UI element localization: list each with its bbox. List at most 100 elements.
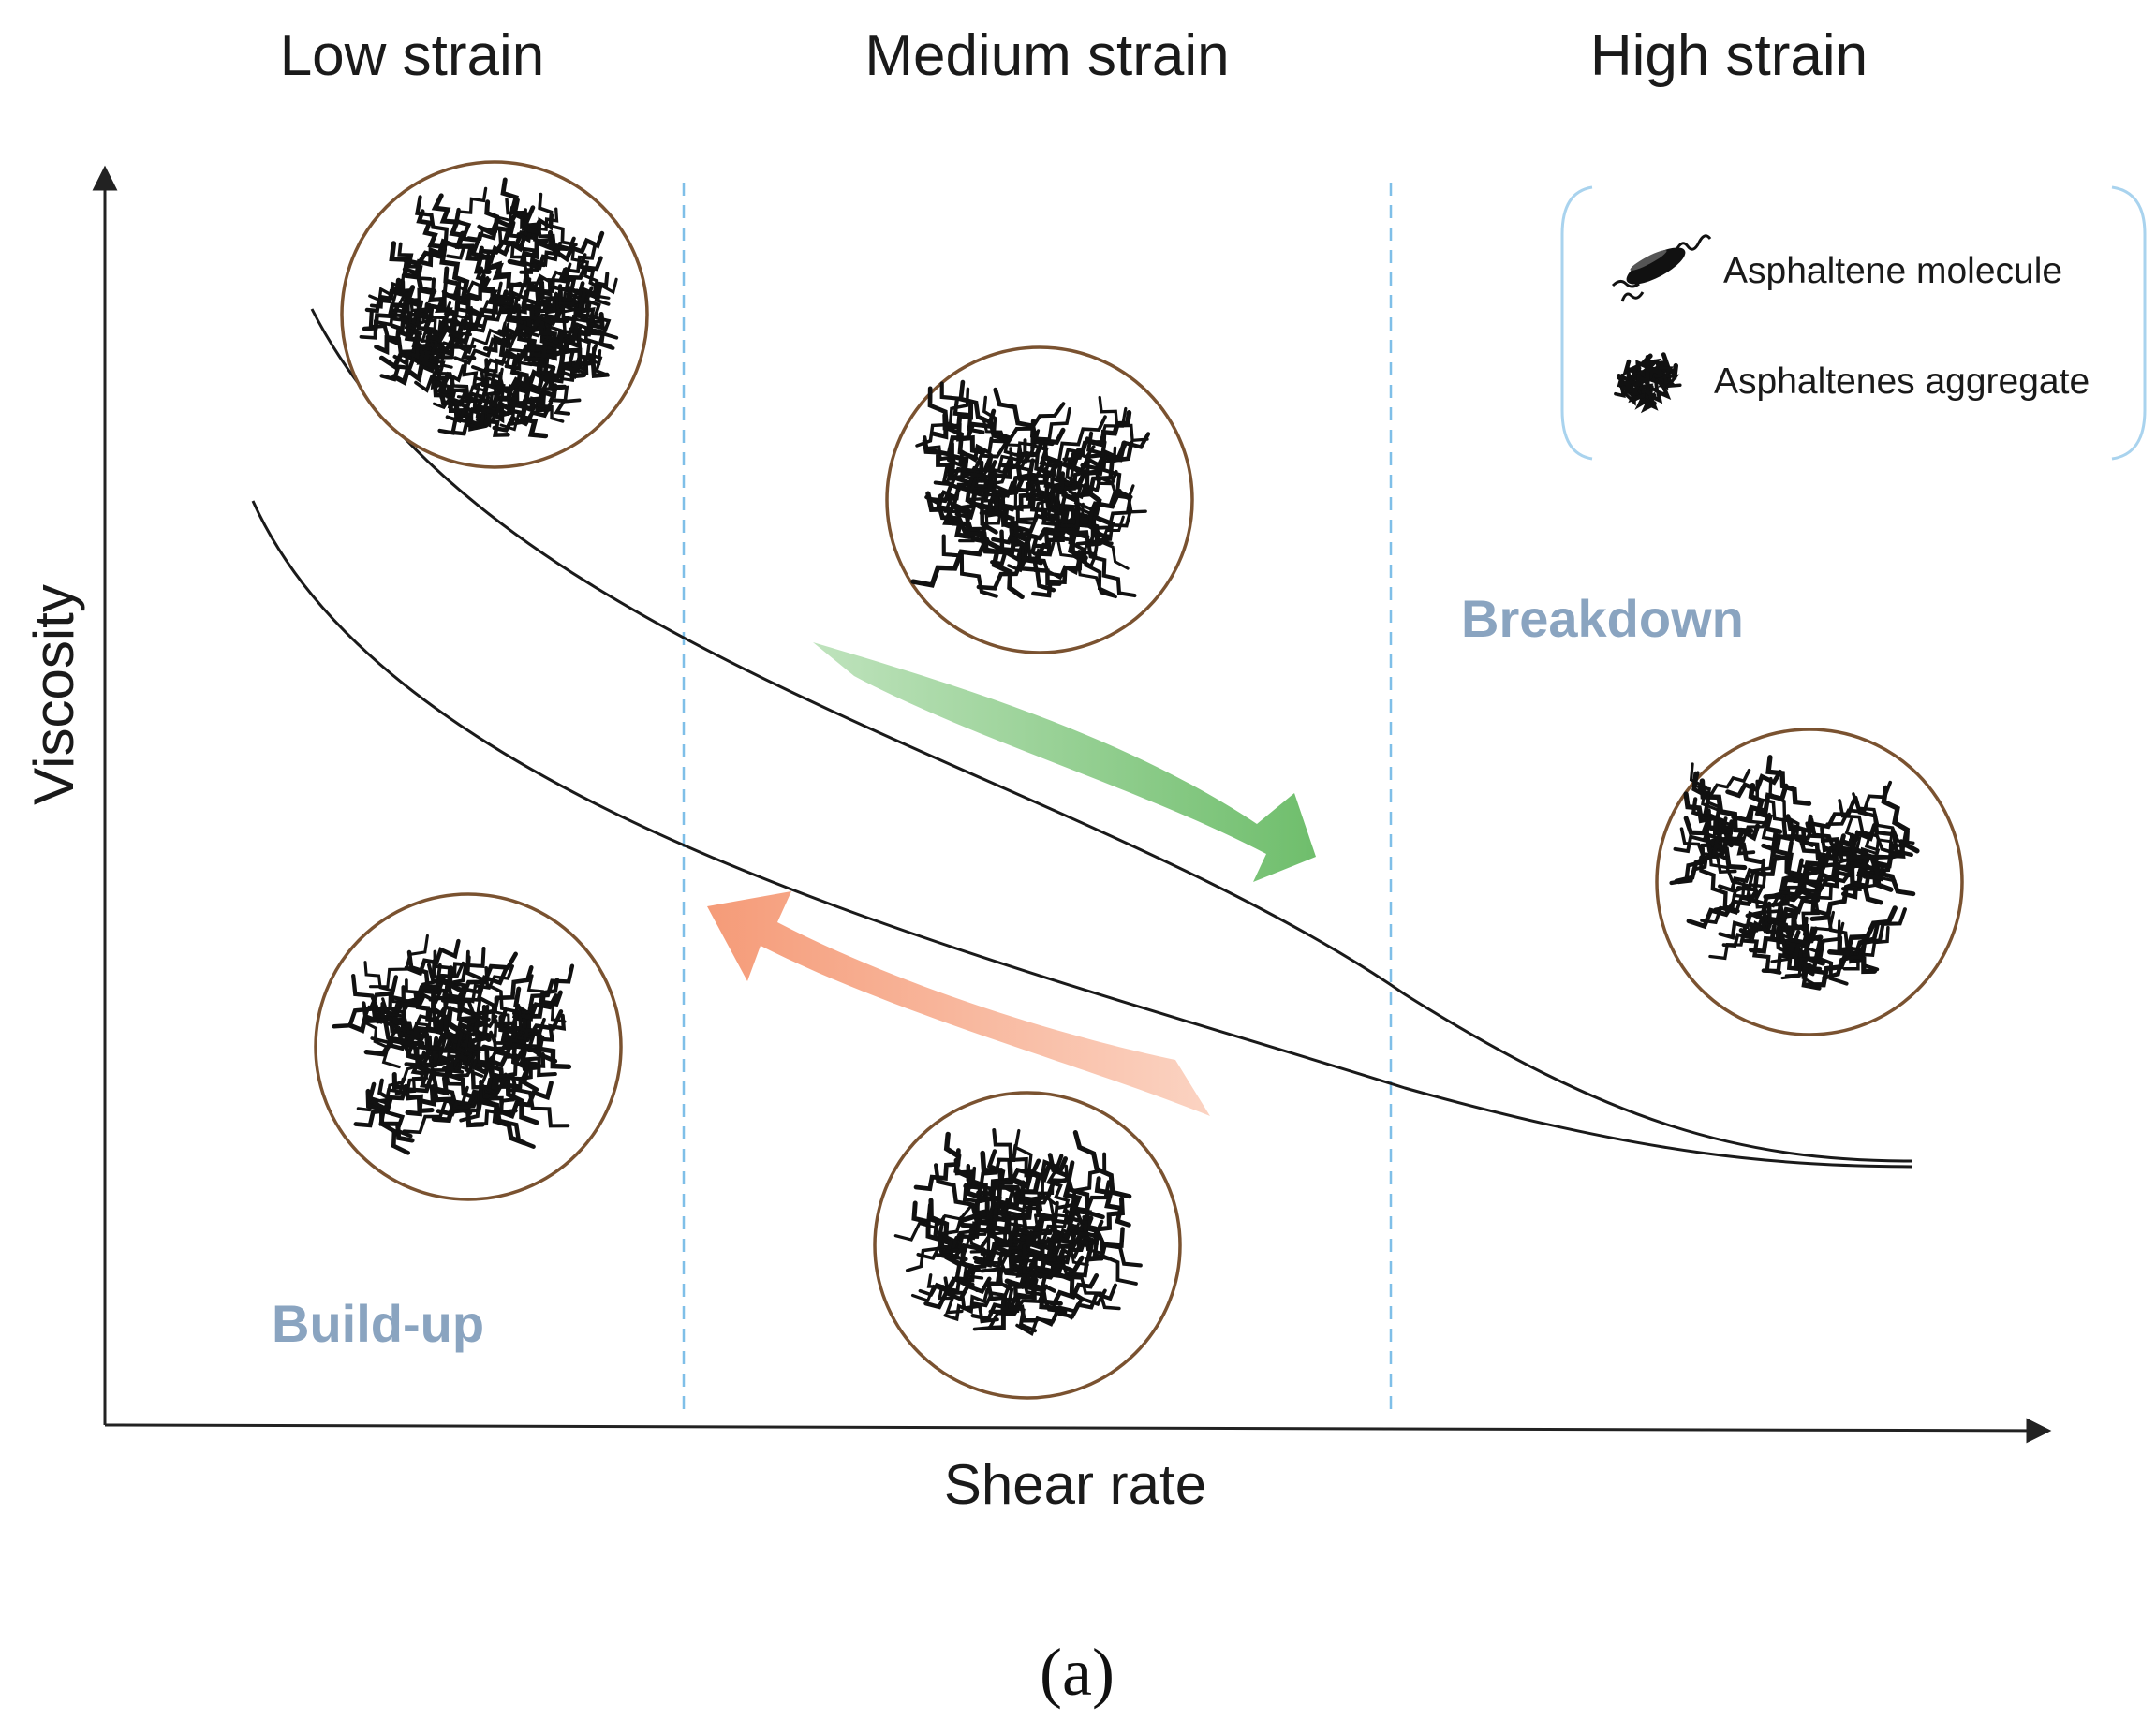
- region-label-low-strain: Low strain: [280, 23, 545, 88]
- asphaltene-molecule-icon: [1611, 234, 1712, 302]
- aggregate-stroke: [366, 1081, 410, 1155]
- aggregate-circle-medium-strain-upper: [885, 345, 1194, 654]
- aggregate-stroke: [500, 1024, 539, 1092]
- aggregate-stroke: [1691, 797, 1729, 861]
- aggregate-stroke: [363, 1015, 448, 1057]
- aggregate-stroke: [955, 459, 1014, 511]
- aggregate-stroke: [915, 387, 970, 448]
- aggregate-stroke: [464, 1034, 496, 1095]
- aggregate-stroke: [405, 285, 440, 335]
- aggregate-stroke: [492, 401, 554, 433]
- aggregate-stroke: [552, 230, 605, 263]
- aggregate-stroke: [1718, 902, 1768, 940]
- aggregate-stroke: [440, 965, 509, 1005]
- aggregate-stroke: [507, 229, 554, 268]
- aggregate-stroke: [1775, 932, 1822, 991]
- aggregate-stroke: [963, 448, 1035, 483]
- aggregate-stroke: [999, 529, 1056, 593]
- aggregate-stroke: [497, 308, 562, 342]
- aggregate-stroke: [910, 537, 990, 588]
- aggregate-stroke: [435, 369, 472, 417]
- aggregate-stroke: [972, 1284, 1048, 1331]
- aggregate-stroke: [459, 1053, 518, 1123]
- aggregate-stroke: [923, 1276, 992, 1310]
- aggregate-stroke: [974, 1229, 1033, 1268]
- aggregate-stroke: [453, 322, 510, 355]
- aggregate-stroke: [455, 964, 514, 1004]
- aggregate-stroke: [948, 1203, 1010, 1251]
- aggregate-stroke: [1683, 791, 1733, 836]
- aggregate-stroke: [1056, 537, 1117, 599]
- aggregate-stroke: [490, 368, 526, 416]
- aggregate-stroke: [404, 326, 436, 365]
- aggregate-stroke: [1785, 814, 1837, 861]
- aggregate-stroke: [447, 1010, 484, 1078]
- aggregate-stroke: [406, 1043, 438, 1090]
- aggregate-stroke: [495, 1081, 554, 1120]
- aggregate-stroke: [389, 241, 437, 294]
- x-axis: [104, 1418, 2052, 1444]
- aggregate-stroke: [392, 303, 435, 349]
- aggregate-stroke: [1718, 871, 1767, 911]
- aggregate-stroke: [1642, 383, 1672, 411]
- aggregate-stroke: [1776, 865, 1855, 903]
- aggregate-stroke: [941, 534, 998, 598]
- region-label-high-strain: High strain: [1590, 23, 1868, 88]
- aggregate-stroke: [980, 1218, 1021, 1256]
- y-axis-title: Viscosity: [22, 584, 85, 805]
- aggregate-stroke: [353, 1083, 408, 1128]
- aggregate-stroke: [440, 1014, 498, 1045]
- aggregate-stroke: [1842, 925, 1890, 971]
- aggregate-stroke: [1023, 438, 1062, 491]
- aggregate-stroke: [931, 402, 974, 440]
- aggregate-stroke: [1032, 509, 1080, 557]
- aggregate-stroke: [391, 1071, 435, 1114]
- aggregate-stroke: [386, 1014, 448, 1051]
- aggregate-stroke: [448, 323, 477, 360]
- aggregate-stroke: [1057, 1283, 1117, 1319]
- aggregate-stroke: [1748, 782, 1783, 834]
- aggregate-stroke: [438, 389, 489, 432]
- aggregate-stroke: [364, 279, 406, 314]
- breakdown-curve: [310, 308, 1913, 1163]
- aggregate-stroke: [947, 436, 994, 468]
- build-up-curve: [251, 500, 1913, 1169]
- aggregate-stroke: [982, 453, 1014, 512]
- aggregate-stroke: [1019, 1180, 1071, 1239]
- aggregate-stroke: [905, 1215, 963, 1272]
- asphaltene-aggregate-icon: [1614, 352, 1682, 414]
- aggregate-stroke: [439, 246, 480, 301]
- aggregate-stroke: [1030, 1222, 1080, 1251]
- aggregate-stroke: [987, 499, 1031, 537]
- aggregate-stroke: [1767, 886, 1820, 923]
- legend-bracket-right: [2111, 185, 2147, 461]
- aggregate-stroke: [462, 360, 500, 397]
- aggregate-stroke: [935, 498, 1005, 555]
- aggregate-stroke: [441, 1023, 488, 1071]
- aggregate-stroke: [526, 327, 573, 368]
- aggregate-stroke: [922, 438, 967, 482]
- aggregate-stroke: [964, 456, 1003, 503]
- aggregate-stroke: [475, 266, 504, 306]
- aggregate-stroke: [1046, 1237, 1085, 1302]
- aggregate-stroke: [523, 355, 583, 392]
- aggregate-circle-low-strain-lower: [314, 892, 623, 1201]
- aggregate-stroke: [434, 1016, 475, 1073]
- aggregate-stroke: [1075, 495, 1132, 546]
- aggregate-stroke: [551, 256, 603, 293]
- aggregate-stroke: [988, 1273, 1031, 1315]
- aggregate-stroke: [484, 966, 538, 1036]
- aggregate-stroke: [1012, 1156, 1068, 1191]
- aggregate-stroke: [998, 527, 1048, 558]
- aggregate-stroke: [1003, 467, 1048, 512]
- aggregate-stroke: [1026, 482, 1076, 532]
- aggregate-stroke: [549, 298, 590, 334]
- aggregate-stroke: [362, 291, 409, 331]
- legend: Asphaltene molecule Asphaltenes aggregat…: [1560, 185, 2147, 461]
- aggregate-stroke: [512, 963, 575, 1016]
- aggregate-stroke: [450, 398, 503, 436]
- aggregate-stroke: [1761, 926, 1818, 974]
- aggregate-stroke: [563, 312, 605, 350]
- aggregate-stroke: [392, 334, 430, 367]
